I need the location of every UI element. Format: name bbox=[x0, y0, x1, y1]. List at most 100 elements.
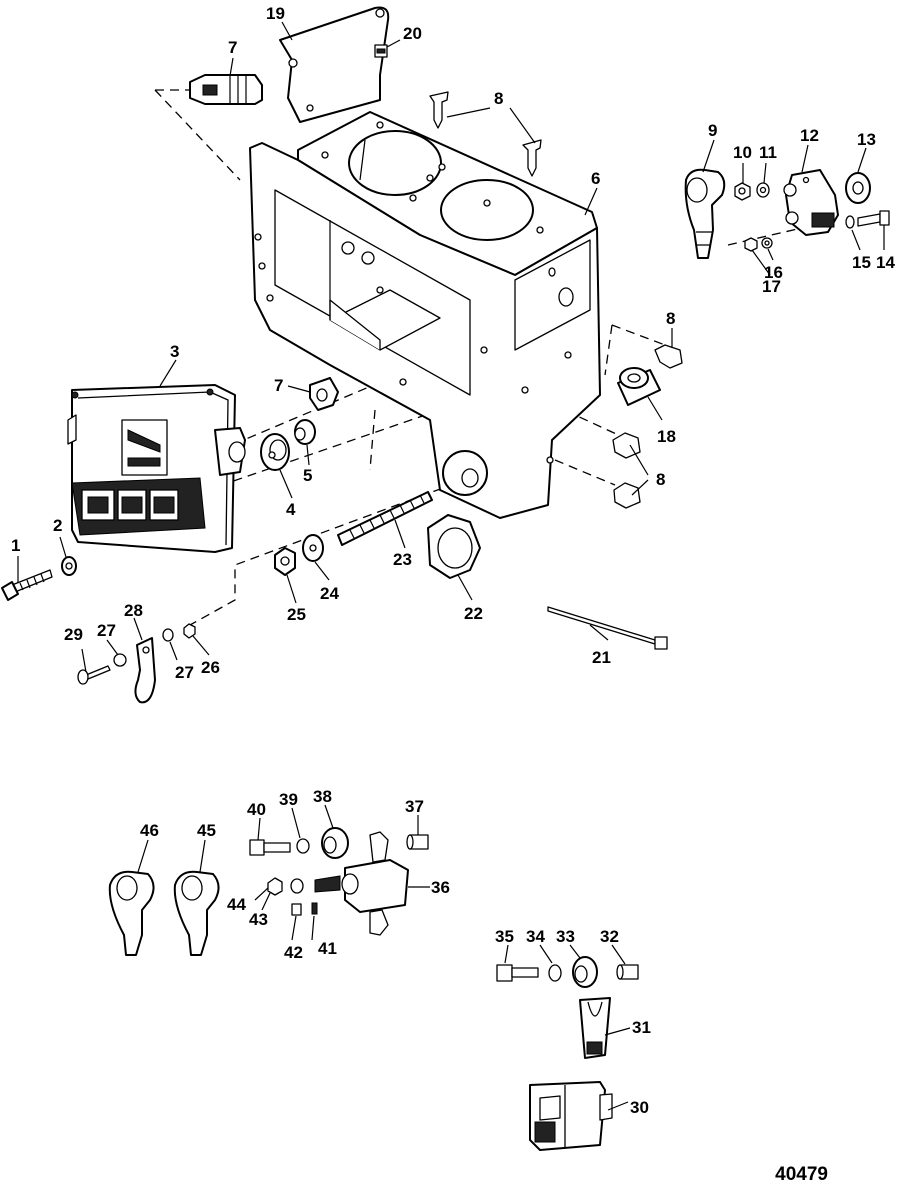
callout-7-top: 7 bbox=[228, 38, 237, 57]
callout-17: 17 bbox=[762, 277, 781, 296]
part-11-washer bbox=[756, 182, 770, 198]
callout-7-middle: 7 bbox=[274, 376, 283, 395]
part-31-fuse-holder bbox=[579, 997, 611, 1059]
callout-43: 43 bbox=[249, 910, 268, 929]
callout-16: 16 bbox=[764, 263, 783, 282]
callout-27-right: 27 bbox=[175, 663, 194, 682]
callout-46: 46 bbox=[140, 821, 159, 840]
callout-27-left: 27 bbox=[97, 621, 116, 640]
part-45-terminal-boot bbox=[173, 870, 220, 956]
callout-8-right-top: 8 bbox=[666, 309, 675, 328]
callout-5: 5 bbox=[303, 466, 312, 485]
callout-13: 13 bbox=[857, 130, 876, 149]
part-37-pin bbox=[406, 834, 429, 850]
part-3-control-module bbox=[67, 384, 246, 553]
callout-8-right-bottom: 8 bbox=[656, 470, 665, 489]
part-8-push-pins-right bbox=[612, 344, 683, 509]
callout-29: 29 bbox=[64, 625, 83, 644]
callout-42: 42 bbox=[284, 943, 303, 962]
part-43-washer bbox=[290, 878, 304, 894]
callout-22: 22 bbox=[464, 604, 483, 623]
callout-24: 24 bbox=[320, 584, 339, 603]
part-44-nut bbox=[267, 877, 283, 896]
callout-12: 12 bbox=[800, 126, 819, 145]
callout-41: 41 bbox=[318, 939, 337, 958]
part-21-cable-tie bbox=[547, 606, 668, 650]
part-24-washer bbox=[302, 534, 324, 562]
part-28-clamp bbox=[134, 637, 156, 704]
part-38-grommet bbox=[321, 827, 349, 859]
callout-18: 18 bbox=[657, 427, 676, 446]
callout-10: 10 bbox=[733, 143, 752, 162]
part-34-washer bbox=[548, 964, 562, 982]
part-13-large-washer bbox=[845, 172, 871, 204]
part-20-screw bbox=[374, 44, 388, 58]
callout-45: 45 bbox=[197, 821, 216, 840]
callout-9: 9 bbox=[708, 121, 717, 140]
part-35-bolt bbox=[496, 964, 539, 982]
part-23-stud bbox=[337, 491, 433, 546]
callout-19: 19 bbox=[266, 4, 285, 23]
part-41-spring bbox=[311, 902, 318, 915]
part-9-terminal-boot bbox=[684, 168, 726, 259]
callout-20: 20 bbox=[403, 24, 422, 43]
part-26-nut bbox=[183, 623, 196, 639]
callout-39: 39 bbox=[279, 790, 298, 809]
part-27-washer-right bbox=[162, 628, 174, 642]
callout-34: 34 bbox=[526, 927, 545, 946]
part-18-spacer bbox=[617, 367, 661, 406]
callout-37: 37 bbox=[405, 797, 424, 816]
part-7-connector-middle bbox=[309, 377, 339, 411]
callout-38: 38 bbox=[313, 787, 332, 806]
part-29-screw bbox=[77, 665, 111, 685]
callout-35: 35 bbox=[495, 927, 514, 946]
callout-3: 3 bbox=[170, 342, 179, 361]
callout-44: 44 bbox=[227, 895, 246, 914]
part-25-nut bbox=[274, 547, 296, 576]
callout-21: 21 bbox=[592, 648, 611, 667]
part-2-washer bbox=[61, 556, 77, 576]
part-6-main-bracket bbox=[249, 111, 601, 519]
callout-31: 31 bbox=[632, 1018, 651, 1037]
part-14-screw bbox=[857, 210, 890, 227]
part-15-washer bbox=[845, 215, 855, 229]
callout-23: 23 bbox=[393, 550, 412, 569]
part-30-connector bbox=[529, 1081, 613, 1151]
callout-14: 14 bbox=[876, 253, 895, 272]
callout-32: 32 bbox=[600, 927, 619, 946]
callout-40: 40 bbox=[247, 800, 266, 819]
part-33-grommet bbox=[572, 956, 598, 988]
callout-26: 26 bbox=[201, 658, 220, 677]
part-46-terminal-boot bbox=[108, 870, 155, 956]
part-1-bolt bbox=[1, 569, 53, 601]
part-12-solenoid bbox=[783, 169, 839, 236]
callout-25: 25 bbox=[287, 605, 306, 624]
callout-8-top: 8 bbox=[494, 89, 503, 108]
callout-4: 4 bbox=[286, 500, 296, 519]
part-4-grommet bbox=[260, 433, 290, 471]
callout-15: 15 bbox=[852, 253, 871, 272]
part-40-bolt bbox=[249, 839, 291, 856]
part-27-washer-left bbox=[113, 653, 127, 667]
part-36-circuit-breaker bbox=[314, 831, 409, 936]
part-39-washer bbox=[296, 838, 310, 854]
part-32-pin bbox=[616, 964, 639, 980]
callout-2: 2 bbox=[53, 516, 62, 535]
callout-6: 6 bbox=[591, 169, 600, 188]
part-16-washer bbox=[761, 237, 773, 249]
part-22-jam-nut bbox=[427, 514, 481, 579]
callout-36: 36 bbox=[431, 878, 450, 897]
part-5-bushing bbox=[294, 419, 316, 445]
callout-30: 30 bbox=[630, 1098, 649, 1117]
callout-28: 28 bbox=[124, 601, 143, 620]
part-19-mounting-bracket bbox=[279, 6, 390, 123]
callout-33: 33 bbox=[556, 927, 575, 946]
figure-id: 40479 bbox=[775, 1164, 828, 1185]
part-8-push-pins-top bbox=[429, 91, 542, 177]
callout-11: 11 bbox=[759, 143, 777, 162]
part-10-nut bbox=[734, 182, 751, 201]
callout-1: 1 bbox=[11, 536, 20, 555]
leader-lines bbox=[17, 21, 885, 1111]
part-42-nut-small bbox=[291, 903, 302, 916]
